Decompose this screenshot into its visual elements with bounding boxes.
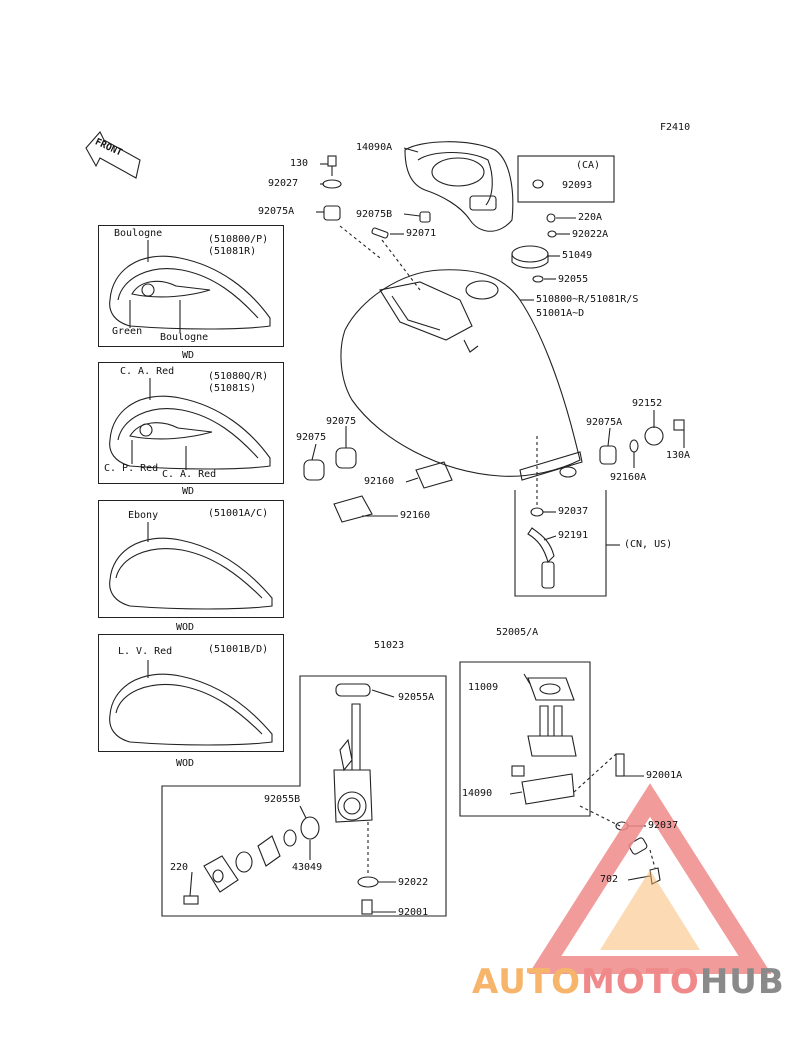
- variant1-label-c: Boulogne: [160, 332, 209, 343]
- variant3-code: (51001A/C): [208, 508, 269, 519]
- variant-box-3: [98, 500, 284, 618]
- variant1-label-b: Green: [112, 326, 143, 337]
- variant1-code: (510800/P) (51081R): [208, 234, 269, 257]
- variant4-label-a: L. V. Red: [118, 646, 173, 657]
- label-tank-code-2: 51001A~D: [536, 308, 585, 319]
- instrument-cover: [404, 141, 514, 232]
- label-tank-code-1: 510800~R/51081R/S: [536, 294, 639, 305]
- label-92093: 92093: [562, 180, 593, 191]
- label-14090: 14090: [462, 788, 493, 799]
- variant1-label-a: Boulogne: [114, 228, 163, 239]
- variant2-label-c: C. A. Red: [162, 469, 217, 480]
- label-92075B: 92075B: [356, 209, 393, 220]
- label-ca: (CA): [576, 160, 601, 171]
- label-92027: 92027: [268, 178, 299, 189]
- label-cn-us: (CN, US): [624, 539, 673, 550]
- label-92055: 92055: [558, 274, 589, 285]
- label-92191: 92191: [558, 530, 589, 541]
- fuel-tank-main: [340, 269, 583, 481]
- variant2-code: (51080Q/R) (51081S): [208, 371, 269, 394]
- label-92001: 92001: [398, 907, 429, 918]
- label-92152: 92152: [632, 398, 663, 409]
- label-51049: 51049: [562, 250, 593, 261]
- figure-code: F2410: [660, 122, 691, 133]
- damper-92075B: [419, 211, 431, 223]
- washer-92027: [322, 179, 342, 189]
- label-702: 702: [600, 874, 619, 885]
- watermark-part-2: MOTO: [580, 962, 700, 1002]
- label-92160-b: 92160: [400, 510, 431, 521]
- label-51023: 51023: [374, 640, 405, 651]
- variant2-label-a: C. A. Red: [120, 366, 175, 377]
- variant2-footer: WD: [182, 486, 195, 497]
- label-220A: 220A: [578, 212, 603, 223]
- variant-tank-2: [109, 395, 271, 470]
- variant2-label-b: C. P. Red: [104, 463, 159, 474]
- watermark-triangle-icon: [528, 783, 772, 974]
- label-92071: 92071: [406, 228, 437, 239]
- watermark-logo: AUTOMOTOHUB: [472, 962, 785, 1002]
- variant-box-1: [98, 225, 284, 347]
- fuel-cap: [511, 245, 549, 269]
- label-92075-b: 92075: [326, 416, 357, 427]
- variant-tank-1: [109, 255, 271, 330]
- label-92160A: 92160A: [610, 472, 647, 483]
- damper-92075A-top: [323, 205, 341, 221]
- watermark-part-1: AUTO: [472, 962, 581, 1002]
- variant1-footer: WD: [182, 350, 195, 361]
- variant3-label-a: Ebony: [128, 510, 159, 521]
- label-92160-a: 92160: [364, 476, 395, 487]
- label-220: 220: [170, 862, 189, 873]
- variant-box-4: [98, 634, 284, 752]
- bolt-130: [327, 155, 337, 176]
- label-52005A: 52005/A: [496, 627, 539, 638]
- label-92001A: 92001A: [646, 770, 683, 781]
- variant-tank-3: [109, 537, 273, 610]
- label-130A: 130A: [666, 450, 691, 461]
- label-92075A-right: 92075A: [586, 417, 623, 428]
- label-92037-bottom: 92037: [648, 820, 679, 831]
- label-92075-a: 92075: [296, 432, 327, 443]
- label-130: 130: [290, 158, 309, 169]
- watermark-part-3: HUB: [699, 962, 785, 1002]
- variant-box-2: [98, 362, 284, 484]
- variant4-code: (51001B/D): [208, 644, 269, 655]
- label-92055B: 92055B: [264, 794, 301, 805]
- label-11009: 11009: [468, 682, 499, 693]
- variant-tank-4: [109, 673, 273, 746]
- label-43049: 43049: [292, 862, 323, 873]
- pin-92071: [371, 227, 389, 239]
- variant3-footer: WOD: [176, 622, 195, 633]
- label-14090A: 14090A: [356, 142, 393, 153]
- label-92055A: 92055A: [398, 692, 435, 703]
- variant4-footer: WOD: [176, 758, 195, 769]
- front-arrow-icon: [85, 131, 141, 179]
- label-92022A: 92022A: [572, 229, 609, 240]
- label-92022: 92022: [398, 877, 429, 888]
- label-92037-top: 92037: [558, 506, 589, 517]
- label-92075A-top: 92075A: [258, 206, 295, 217]
